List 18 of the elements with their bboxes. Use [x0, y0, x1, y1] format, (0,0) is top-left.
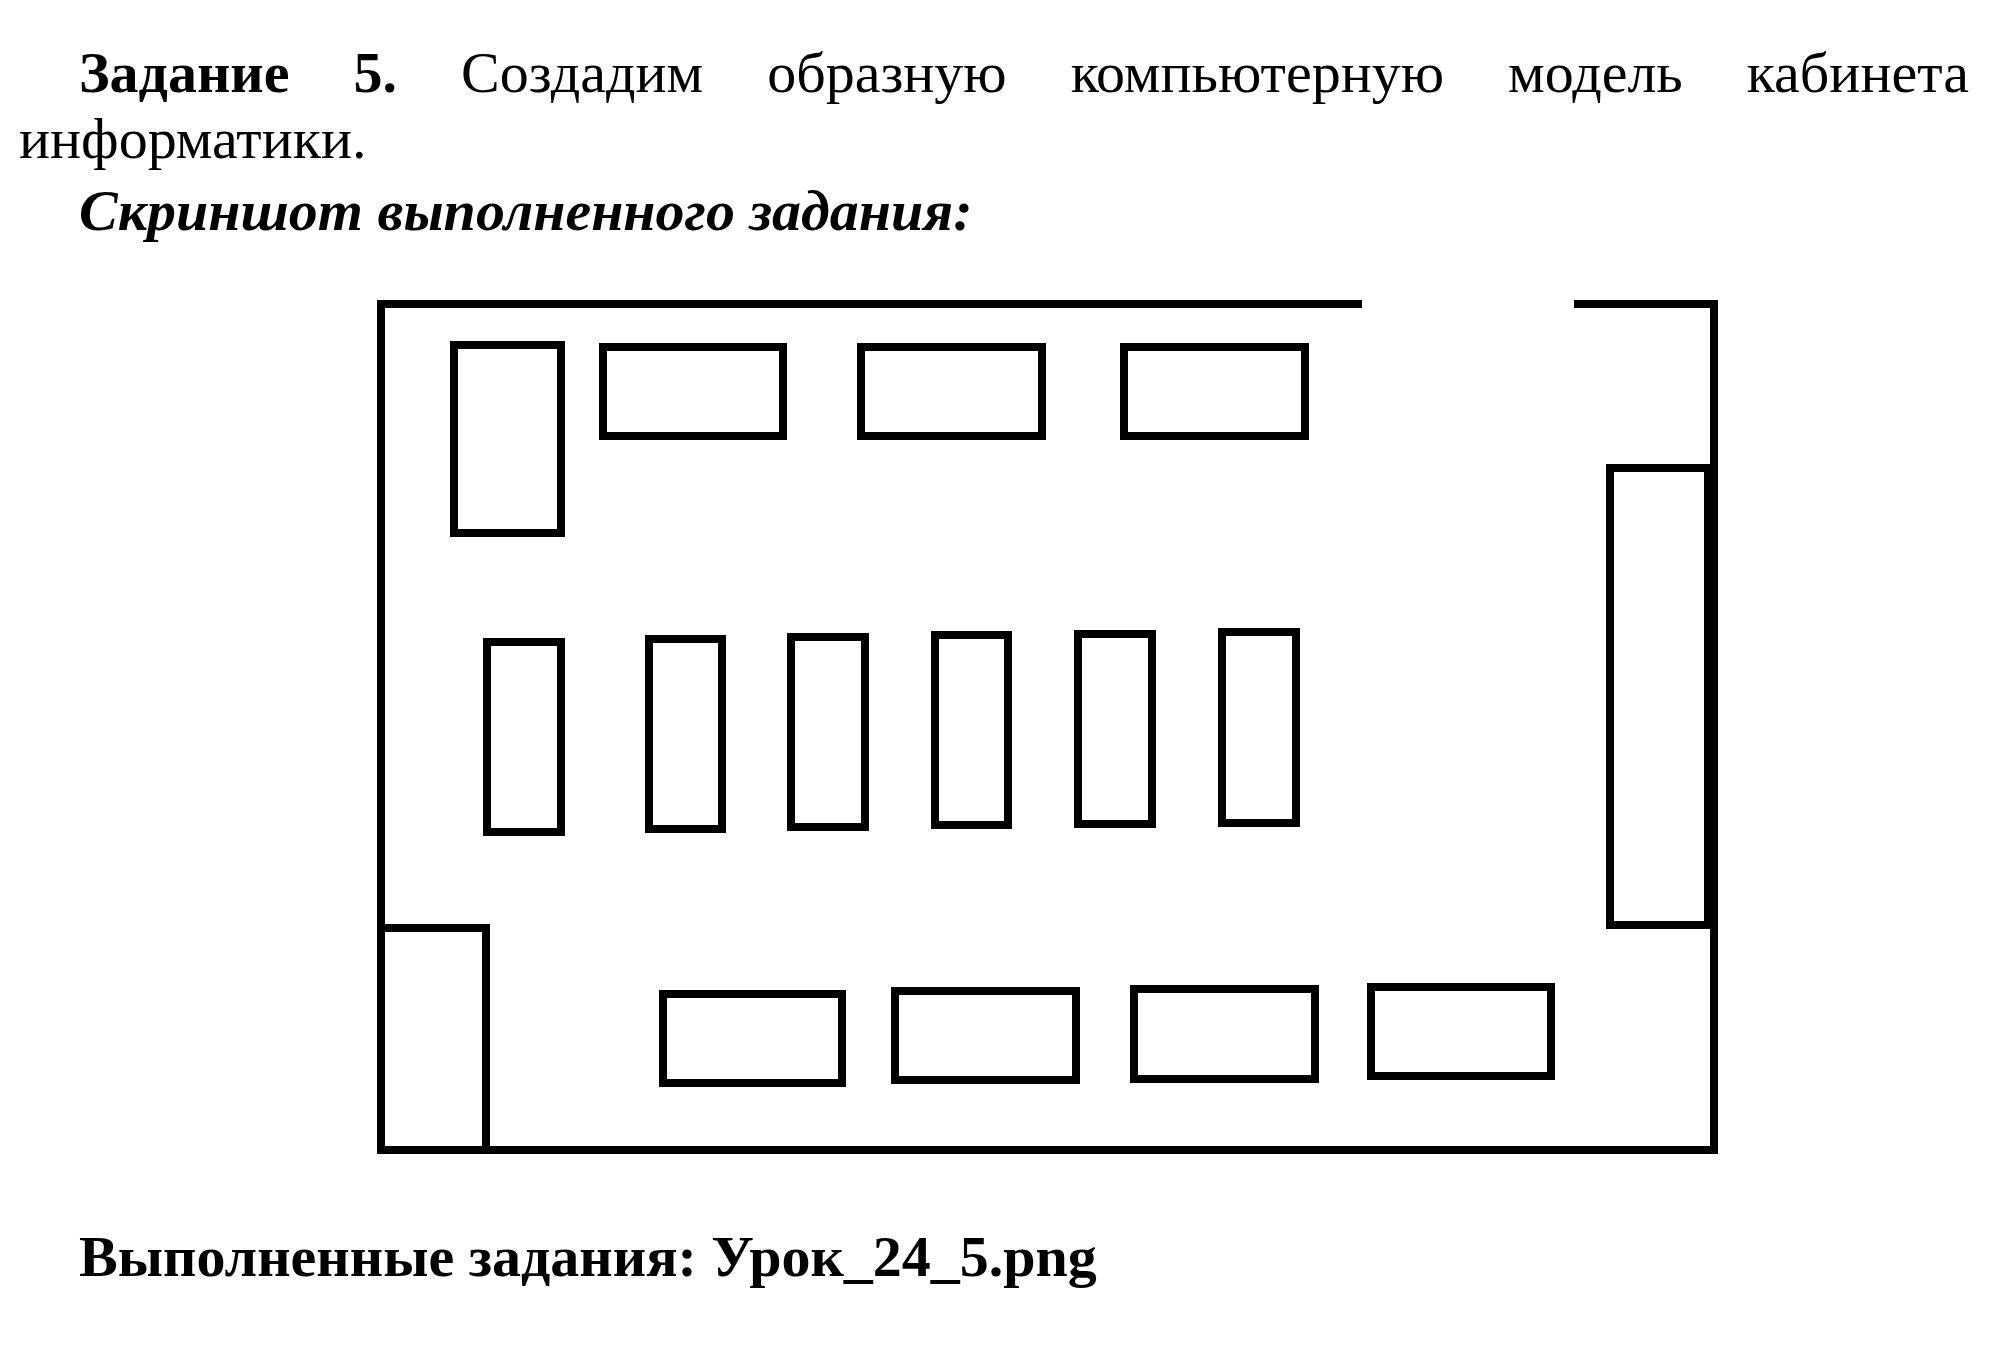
desk-rectangle	[857, 343, 1046, 440]
desk-rectangle	[599, 343, 787, 440]
desk-rectangle	[891, 987, 1080, 1084]
desk-rectangle	[1218, 628, 1300, 827]
desk-rectangle	[450, 341, 565, 537]
desk-rectangle	[645, 635, 726, 833]
desk-rectangle	[1130, 985, 1319, 1083]
task-statement: Задание 5. Создадим образную компьютерную модель кабинета информатики.	[19, 40, 1969, 172]
desk-rectangle	[483, 638, 565, 836]
completed-file-caption: Выполненные задания: Урок_24_5.png	[79, 1224, 1097, 1290]
desk-rectangle	[1367, 983, 1555, 1080]
desk-rectangle	[659, 990, 846, 1087]
desk-rectangle	[931, 631, 1012, 829]
desk-rectangle	[787, 633, 869, 831]
desk-rectangle	[1606, 464, 1712, 929]
desk-rectangle	[1120, 343, 1309, 440]
desk-rectangle	[1074, 630, 1156, 828]
screenshot-heading: Скриншот выполненного задания:	[79, 178, 973, 244]
